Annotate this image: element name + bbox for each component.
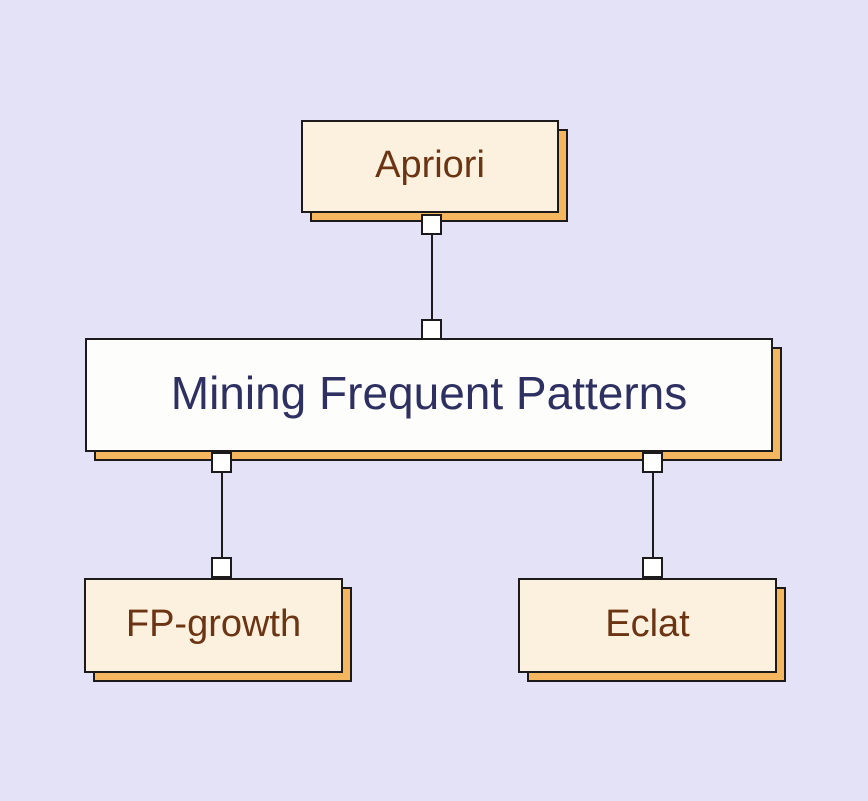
connector-handle-eclat-top[interactable] — [642, 557, 663, 578]
node-mining-frequent-patterns-label: Mining Frequent Patterns — [170, 367, 688, 419]
node-mining-frequent-patterns[interactable]: Mining Frequent Patterns — [85, 338, 782, 461]
connector-handle-fp-growth-top[interactable] — [211, 557, 232, 578]
node-fp-growth-label: FP-growth — [125, 602, 302, 645]
node-eclat-box[interactable]: Eclat — [518, 578, 777, 673]
connector-handle-root-bottom-right[interactable] — [642, 452, 663, 473]
node-mining-frequent-patterns-box[interactable]: Mining Frequent Patterns — [85, 338, 773, 452]
edge-apriori-to-root[interactable] — [430, 225, 433, 330]
node-eclat[interactable]: Eclat — [518, 578, 786, 682]
connector-handle-apriori-bottom[interactable] — [421, 214, 442, 235]
node-apriori-box[interactable]: Apriori — [301, 120, 559, 213]
node-apriori[interactable]: Apriori — [301, 120, 568, 222]
edge-root-to-eclat[interactable] — [651, 462, 654, 568]
node-eclat-label: Eclat — [605, 602, 690, 645]
node-fp-growth[interactable]: FP-growth — [84, 578, 352, 682]
connector-handle-root-bottom-left[interactable] — [211, 452, 232, 473]
node-fp-growth-box[interactable]: FP-growth — [84, 578, 343, 673]
node-apriori-label: Apriori — [375, 143, 485, 186]
connector-handle-root-top[interactable] — [421, 319, 442, 340]
edge-root-to-fp-growth[interactable] — [220, 462, 223, 568]
